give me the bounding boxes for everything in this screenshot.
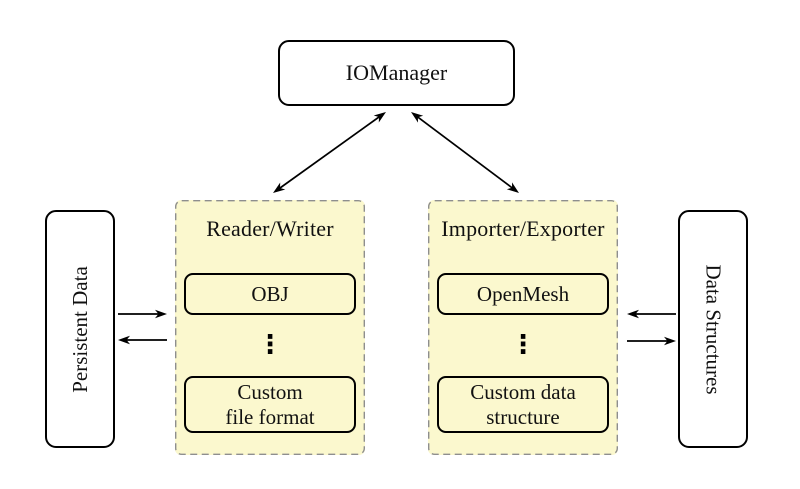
node-openmesh-label: OpenMesh: [476, 281, 570, 306]
node-data-structures-label: Data Structures: [701, 263, 726, 395]
node-data-structures: Data Structures: [678, 210, 748, 448]
node-custom-file-format-line2: file format: [225, 404, 315, 429]
node-custom-data-structure-line1: Custom data: [470, 380, 576, 405]
node-obj-label: OBJ: [251, 281, 289, 306]
arrow-iomanager-importerexporter: [415, 114, 515, 191]
node-openmesh: OpenMesh: [437, 273, 609, 315]
group-importer-exporter-title: Importer/Exporter: [441, 216, 605, 241]
vertical-ellipsis-icon: ⋮: [257, 330, 283, 360]
group-reader-writer-title: Reader/Writer: [206, 216, 334, 241]
node-custom-data-structure: Custom data structure: [437, 376, 609, 433]
arrow-iomanager-readerwriter: [277, 114, 382, 191]
node-persistent-data-label: Persistent Data: [67, 265, 92, 393]
node-custom-file-format: Custom file format: [184, 376, 356, 433]
node-persistent-data: Persistent Data: [45, 210, 115, 448]
arrow-iomanager-readerwriter-head: [273, 182, 286, 193]
node-custom-data-structure-line2: structure: [486, 404, 560, 429]
arrow-iomanager-importerexporter-head: [506, 182, 519, 193]
arrow-iomanager-importerexporter-head: [411, 112, 424, 123]
group-reader-writer: Reader/Writer OBJ ⋮ Custom file format: [175, 200, 365, 455]
arrow-importerexporter-to-datastructures-head: [664, 336, 676, 346]
arrow-iomanager-readerwriter-head: [373, 112, 386, 123]
node-custom-file-format-line1: Custom: [237, 380, 303, 405]
node-iomanager: IOManager: [278, 40, 515, 106]
node-obj: OBJ: [184, 273, 356, 315]
group-importer-exporter: Importer/Exporter OpenMesh ⋮ Custom data…: [428, 200, 618, 455]
node-iomanager-label: IOManager: [345, 60, 448, 85]
arrow-datastructures-to-importerexporter-head: [627, 309, 639, 319]
vertical-ellipsis-icon: ⋮: [510, 330, 536, 360]
arrow-readerwriter-to-persistentdata-head: [118, 335, 130, 345]
arrow-persistentdata-to-readerwriter-head: [155, 309, 167, 319]
